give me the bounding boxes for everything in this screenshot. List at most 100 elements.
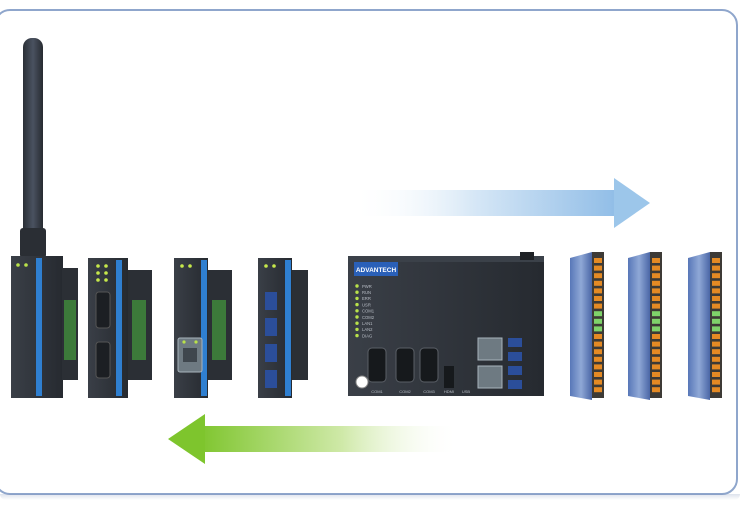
io-module-3	[688, 252, 722, 400]
lan-port-icon	[477, 337, 503, 361]
db9-port-icon	[95, 341, 111, 379]
terminal-block-icon	[652, 356, 660, 362]
led-label: LAN1	[362, 321, 373, 326]
led-label: COM2	[362, 315, 375, 320]
terminal-block-icon	[652, 387, 660, 393]
brand-logo	[354, 262, 398, 276]
terminal-block-icon	[594, 273, 602, 279]
lan-port-icon	[477, 365, 503, 389]
status-led	[355, 284, 359, 288]
led-label: DIAG	[362, 333, 372, 338]
terminal-block-icon	[652, 288, 660, 294]
terminal-block-icon	[594, 311, 602, 317]
status-led	[355, 296, 359, 301]
terminal-block-icon	[712, 349, 720, 355]
com-port-icon	[367, 347, 439, 383]
terminal-block-icon	[652, 318, 660, 324]
terminal-block-icon	[712, 265, 720, 271]
terminal-block-icon	[652, 311, 660, 317]
terminal-block-icon	[712, 341, 720, 347]
led-label: COM1	[362, 309, 375, 314]
power-button-icon	[355, 375, 369, 389]
led-label: USR	[362, 302, 371, 307]
downstream-arrow	[168, 414, 460, 464]
brand-label: ADVANTECH	[356, 267, 397, 274]
antenna-icon	[23, 38, 43, 256]
led-label: LAN2	[362, 327, 373, 332]
usb-port-icon	[265, 318, 277, 336]
terminal-block-icon	[594, 303, 602, 309]
usb-module	[258, 258, 308, 398]
terminal-block-icon	[712, 273, 720, 279]
status-led	[355, 290, 359, 294]
terminal-block-icon	[594, 326, 602, 332]
terminal-block-icon	[652, 334, 660, 339]
terminal-block-icon	[712, 311, 720, 317]
status-led	[355, 333, 359, 338]
led-label: PWR	[362, 284, 372, 289]
terminal-block-icon	[712, 326, 720, 332]
status-led	[355, 321, 359, 325]
terminal-block-icon	[594, 341, 602, 347]
port-label: USB	[462, 389, 471, 394]
usb-port-icon	[265, 370, 277, 388]
terminal-block-icon	[594, 280, 602, 286]
terminal-block-icon	[652, 349, 660, 355]
terminal-block-icon	[712, 334, 720, 339]
usb-port-icon	[508, 338, 522, 389]
terminal-block-icon	[712, 258, 720, 263]
terminal-block-icon	[652, 258, 660, 263]
terminal-block-icon	[594, 296, 602, 301]
usb-port-icon	[265, 344, 277, 362]
terminal-block-icon	[594, 364, 602, 370]
terminal-block-icon	[594, 334, 602, 339]
terminal-block-icon	[712, 280, 720, 286]
port-label: COM1	[371, 389, 383, 394]
terminal-block-icon	[712, 379, 720, 385]
illustration-frame	[0, 9, 740, 500]
status-led	[355, 309, 359, 313]
status-led	[355, 302, 359, 307]
hdmi-port-icon	[444, 366, 454, 388]
terminal-block-icon	[712, 356, 720, 362]
upstream-arrow	[352, 178, 650, 228]
terminal-block-icon	[712, 303, 720, 309]
ethernet-module	[174, 258, 232, 398]
terminal-block-icon	[594, 387, 602, 393]
io-module-2	[628, 252, 662, 400]
terminal-block-icon	[594, 265, 602, 271]
terminal-block-icon	[652, 265, 660, 271]
port-label: COM2	[399, 389, 411, 394]
terminal-block-icon	[652, 280, 660, 286]
terminal-block-icon	[712, 387, 720, 393]
terminal-block-icon	[594, 318, 602, 324]
terminal-block-icon	[712, 296, 720, 301]
terminal-block-icon	[652, 303, 660, 309]
terminal-block-icon	[652, 341, 660, 347]
status-led	[355, 315, 359, 319]
terminal-block-icon	[594, 288, 602, 294]
terminal-block-icon	[594, 258, 602, 263]
status-led	[355, 327, 359, 332]
terminal-block-icon	[594, 372, 602, 377]
terminal-block-icon	[594, 349, 602, 355]
wireless-module	[11, 38, 78, 398]
led-label: ERR	[362, 296, 371, 301]
terminal-block-icon	[712, 318, 720, 324]
terminal-block-icon	[652, 372, 660, 377]
led-label: RUN	[362, 290, 371, 295]
terminal-block-icon	[712, 288, 720, 294]
terminal-block-icon	[652, 326, 660, 332]
db9-port-icon	[95, 291, 111, 329]
terminal-block-icon	[594, 356, 602, 362]
serial-module	[88, 258, 152, 398]
terminal-block-icon	[652, 364, 660, 370]
port-label: HDMI	[444, 389, 454, 394]
io-module-1	[570, 252, 604, 400]
terminal-block-icon	[594, 379, 602, 385]
terminal-block-icon	[712, 364, 720, 370]
usb-port-icon	[265, 292, 277, 310]
terminal-block-icon	[652, 379, 660, 385]
